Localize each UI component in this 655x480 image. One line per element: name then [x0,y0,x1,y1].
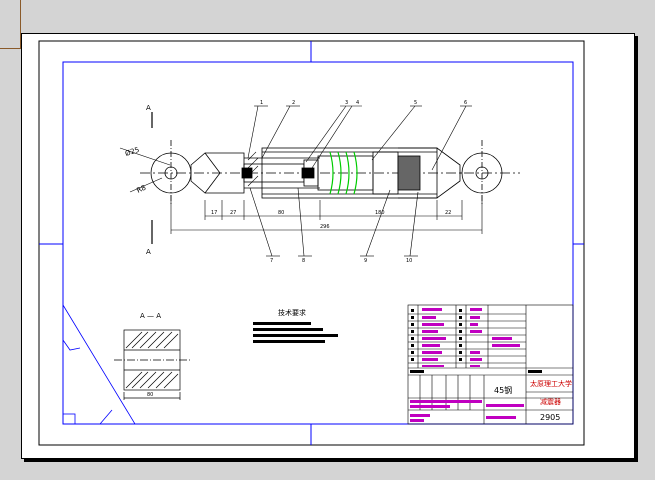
title-block-part-name: 减震器 [540,397,561,406]
centering-marks [39,41,584,445]
dim-diameter-label: Ø25 [124,146,140,158]
drawing-sheet [21,33,635,459]
balloon-10: 10 [406,258,412,264]
tech-req-text-lines [253,322,338,343]
outer-frame [38,40,585,446]
balloon-labels: 1 2 3 4 5 6 7 8 9 10 [260,100,467,264]
dim-radius-label: R8 [135,184,147,195]
dim-180-label: 180 [375,210,385,216]
section-label-top: A [146,104,151,112]
dim-17-label: 17 [211,210,217,216]
balloon-4: 4 [356,100,359,106]
title-block-row-numbers [410,309,542,373]
section-label-bottom: A [146,248,151,256]
balloon-1: 1 [260,100,263,106]
balloon-5: 5 [414,100,417,106]
balloon-9: 9 [364,258,367,264]
leader-lines [247,105,472,257]
title-block-school: 太原理工大学 [530,379,572,388]
dim-22-label: 22 [445,210,451,216]
spring [329,151,358,195]
balloon-3: 3 [345,100,348,106]
balloon-7: 7 [270,258,273,264]
tech-req-title: 技术要求 [278,308,306,317]
title-block-drawing-number: 2905 [540,413,560,422]
section-view [114,329,190,400]
main-view [140,140,520,206]
section-view-title: A — A [140,312,161,320]
dim-overall-label: 296 [320,224,330,230]
title-block [407,304,574,425]
balloon-8: 8 [302,258,305,264]
dimension-lines [119,147,483,234]
viewport-corner-marker [0,0,21,49]
balloon-2: 2 [292,100,295,106]
balloon-6: 6 [464,100,467,106]
title-block-parts-list-text [410,308,524,422]
cylinder-body [261,147,438,199]
corner-triangle [62,303,136,425]
inner-frame [62,61,574,425]
title-block-material: 45钢 [494,385,512,395]
section-dim-label: 80 [147,392,153,398]
dim-80-label: 80 [278,210,284,216]
dim-27-label: 27 [230,210,236,216]
